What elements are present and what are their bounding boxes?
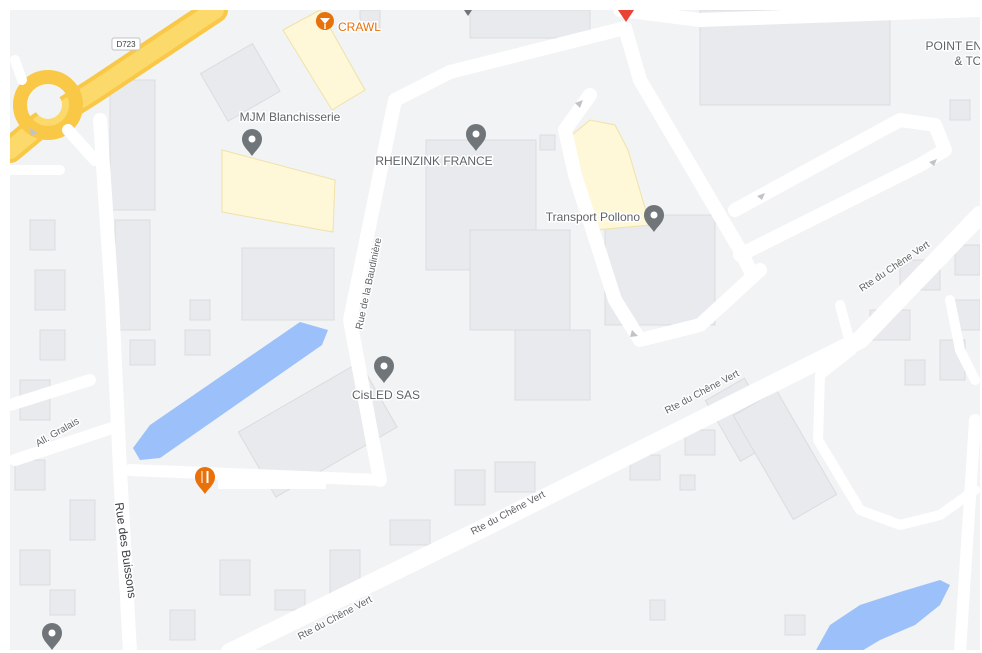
poi-transport-pollono[interactable]: Transport Pollono: [544, 205, 664, 232]
cocktail-glass-glyph: [320, 18, 330, 29]
restaurant-icon: [195, 467, 215, 494]
arrow-icon: [757, 193, 765, 200]
frame-left: [0, 0, 10, 653]
red-marker-icon[interactable]: [618, 10, 634, 22]
fork-knife-glyph: [201, 471, 209, 483]
poi-rheinzink[interactable]: RHEINZINK FRANCE: [374, 124, 494, 170]
frame-bottom: [0, 650, 982, 653]
water-pond-right: [815, 580, 950, 652]
pin-dot: [380, 362, 388, 370]
poi-cisled[interactable]: CisLED SAS: [350, 356, 422, 404]
frame-right: [980, 0, 982, 653]
poi-bottom-left[interactable]: [42, 623, 62, 650]
poi-label-mjm: MJM Blanchisserie: [240, 110, 341, 124]
one-way-arrows: [30, 100, 937, 337]
road-shield-d723: D723: [111, 37, 141, 51]
poi-label-cisled: CisLED SAS: [352, 388, 420, 402]
poi-restaurant[interactable]: [195, 467, 326, 494]
pin-dot: [48, 629, 56, 637]
poi-crawl[interactable]: CRAWL: [315, 12, 383, 36]
poi-mjm-blanchisserie[interactable]: MJM Blanchisserie: [238, 109, 342, 156]
frame-top: [0, 0, 982, 10]
poi-label-rheinzink: RHEINZINK FRANCE: [375, 154, 492, 168]
pin-dot: [650, 211, 658, 219]
pin-dot: [248, 135, 256, 143]
top-pin-icon: [464, 10, 472, 16]
major-road-d723: [0, 0, 228, 166]
highlight-buildings: [221, 9, 651, 233]
arrow-icon: [30, 128, 38, 136]
road-shield-label: D723: [116, 40, 136, 49]
poi-label-crawl: CRAWL: [338, 20, 381, 34]
water-pond-left: [133, 322, 328, 460]
edge-label-line-2: & TO: [954, 54, 982, 68]
redacted-label: [218, 475, 326, 489]
arrow-icon: [929, 159, 937, 166]
pin-dot: [472, 130, 480, 138]
arrow-icon: [575, 100, 583, 108]
edge-label-line-1: POINT EN: [926, 39, 982, 53]
poi-label-transport-pollono: Transport Pollono: [546, 210, 641, 224]
arrow-icon: [630, 330, 638, 337]
